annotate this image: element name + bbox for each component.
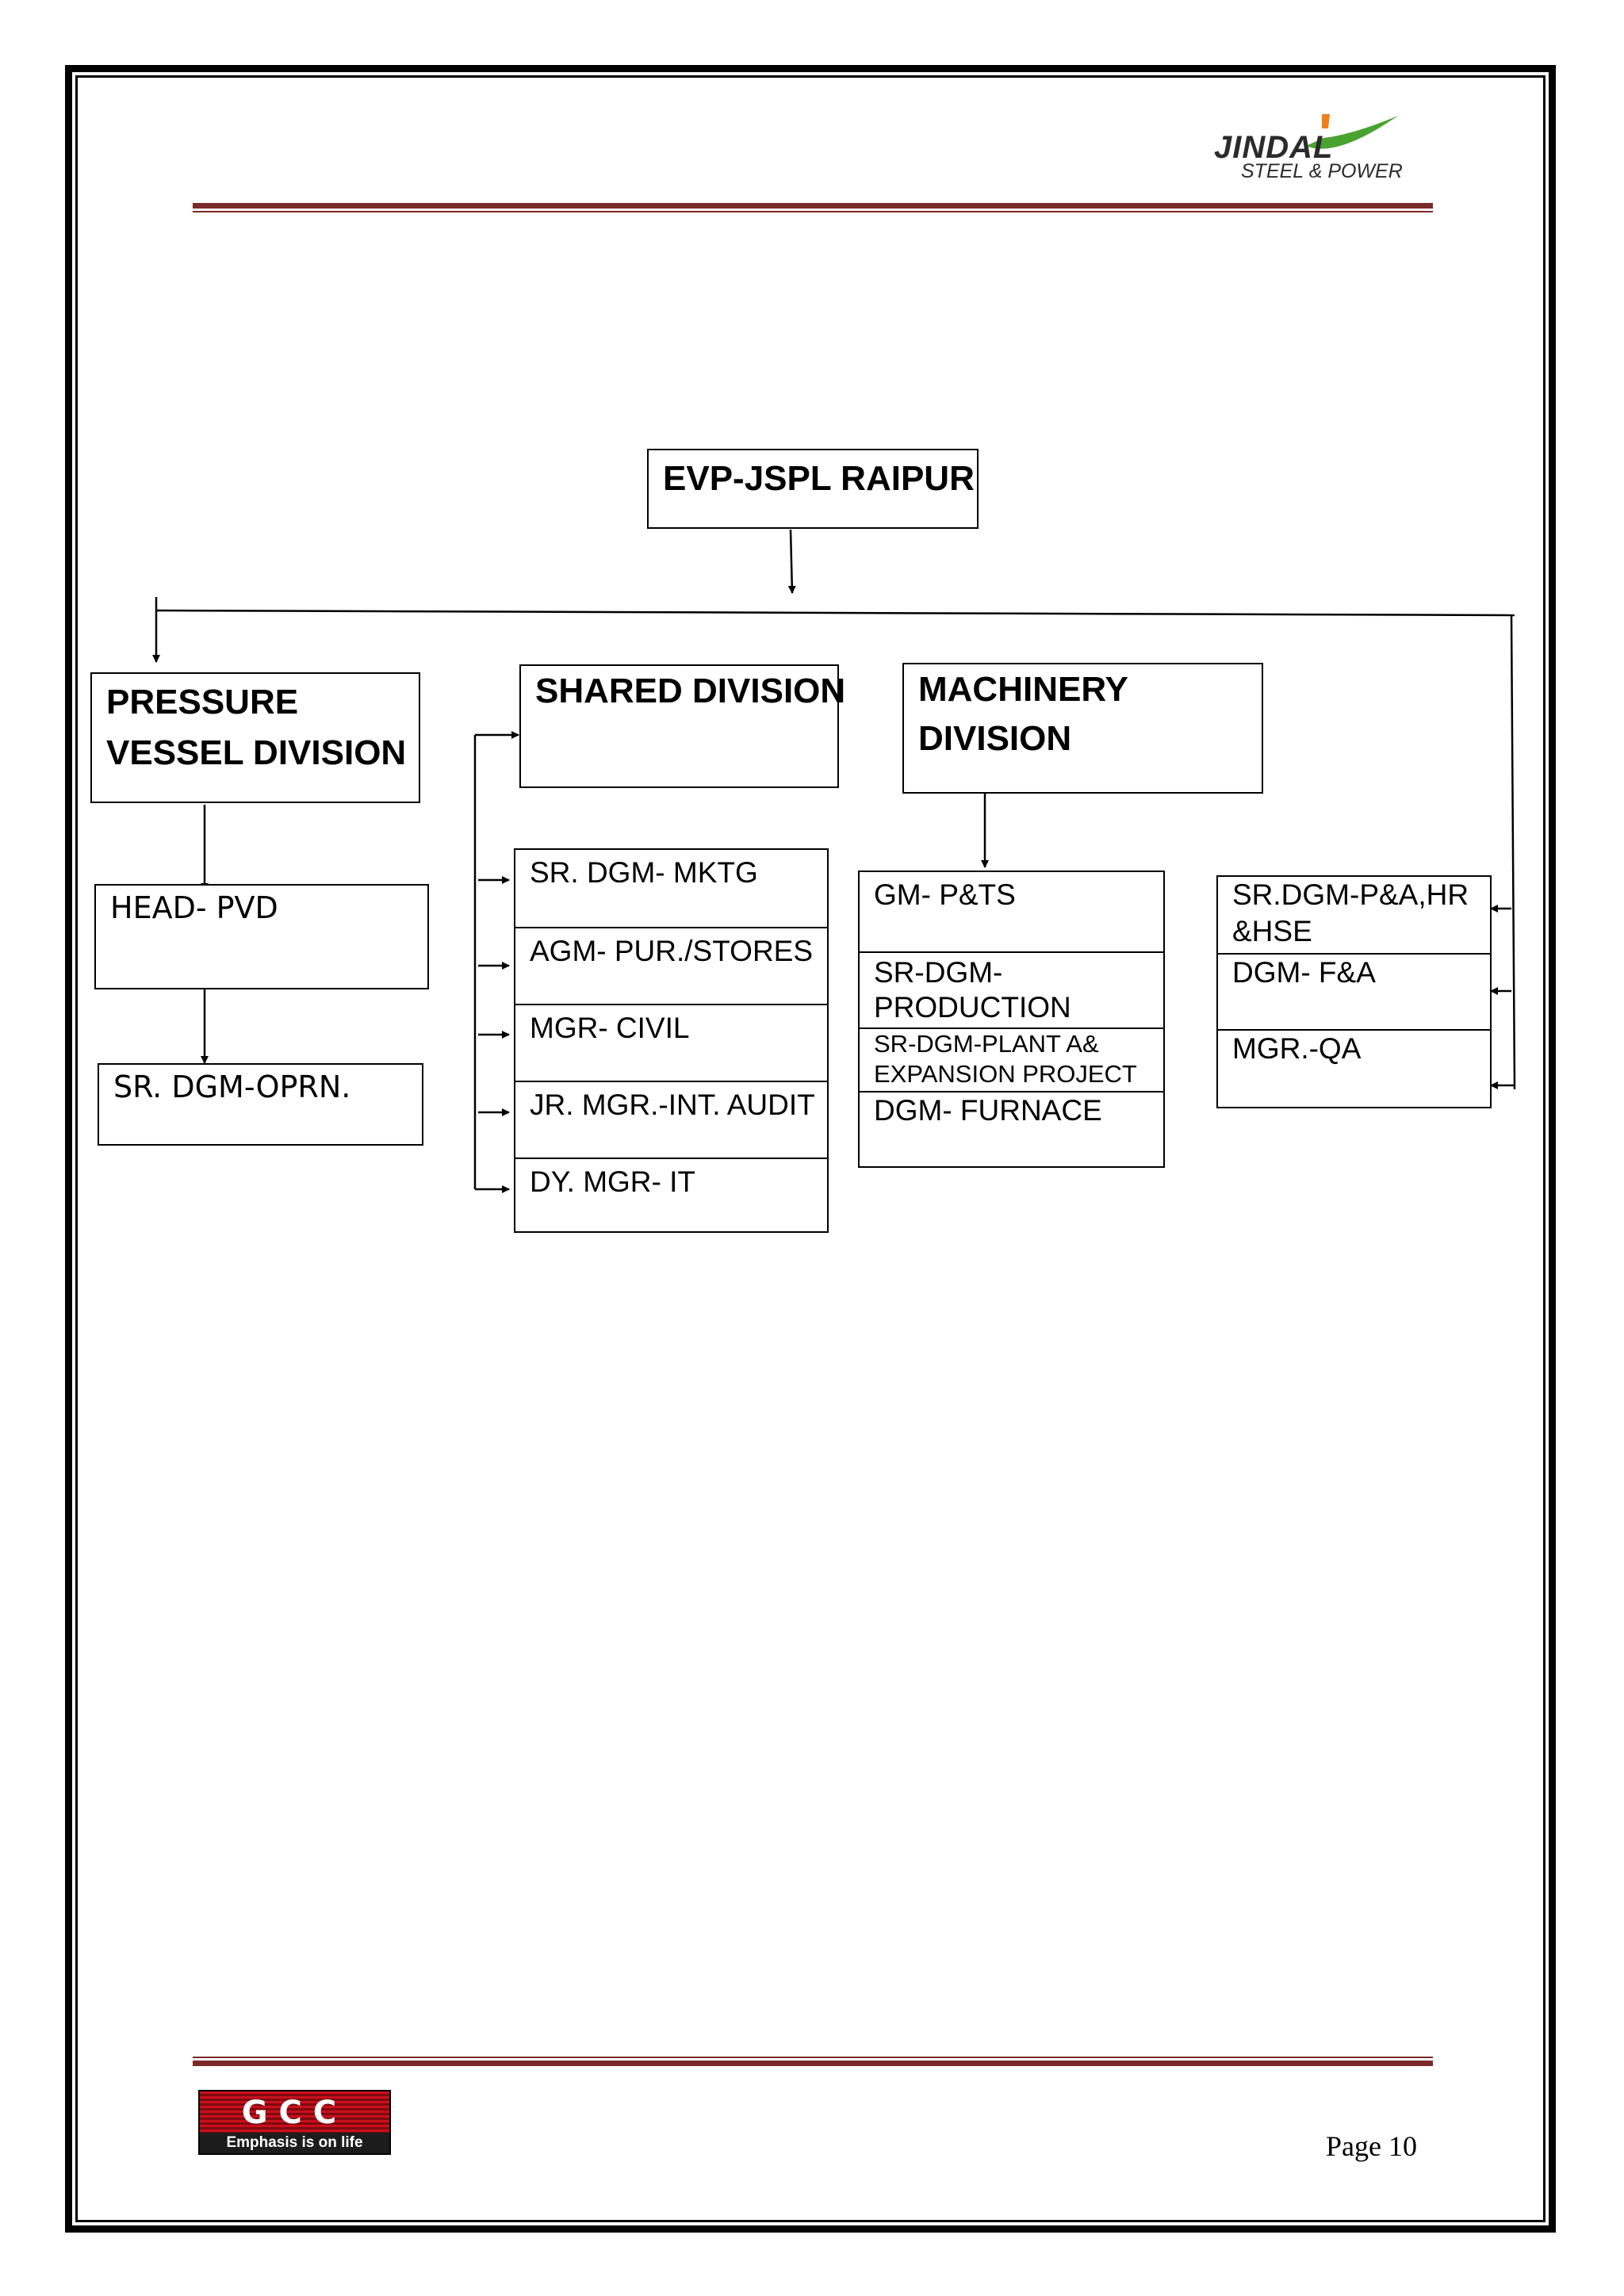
direct-item-line1: MGR.-QA bbox=[1232, 1032, 1362, 1065]
shared-item-label: SR. DGM- MKTG bbox=[530, 856, 758, 889]
list-item: DGM- F&A bbox=[1218, 953, 1490, 1029]
page-border-outer bbox=[65, 65, 1556, 2233]
list-item: SR. DGM- MKTG bbox=[515, 850, 827, 927]
list-item: DY. MGR- IT bbox=[515, 1158, 827, 1233]
shared-item-label: MGR- CIVIL bbox=[530, 1012, 690, 1044]
pressure-vessel-division-box: PRESSURE VESSEL DIVISION bbox=[90, 672, 420, 803]
jindal-swoosh-icon bbox=[1306, 114, 1398, 149]
page-border-inner bbox=[75, 75, 1545, 2222]
pressure-vessel-title-line2: VESSEL DIVISION bbox=[106, 733, 407, 772]
logo-word: JINDAL bbox=[1214, 130, 1334, 165]
machinery-item-line1: SR-DGM-PLANT A& bbox=[874, 1030, 1099, 1058]
list-item: JR. MGR.-INT. AUDIT bbox=[515, 1081, 827, 1158]
direct-item-line2: &HSE bbox=[1232, 915, 1312, 947]
machinery-division-box: MACHINERY DIVISION bbox=[902, 663, 1263, 794]
machinery-item-line2: EXPANSION PROJECT bbox=[874, 1060, 1137, 1088]
head-pvd-label: HEAD- PVD bbox=[110, 890, 278, 925]
direct-item-line1: SR.DGM-P&A,HR bbox=[1232, 878, 1469, 911]
machinery-division-list: GM- P&TS SR-DGM- PRODUCTION SR-DGM-PLANT… bbox=[858, 871, 1165, 1168]
shared-item-label: DY. MGR- IT bbox=[530, 1165, 695, 1198]
direct-item-line1: DGM- F&A bbox=[1232, 956, 1376, 989]
machinery-item-line1: GM- P&TS bbox=[874, 878, 1016, 911]
machinery-item-line2: PRODUCTION bbox=[874, 991, 1071, 1024]
list-item: MGR.-QA bbox=[1218, 1029, 1490, 1108]
direct-reports-list: SR.DGM-P&A,HR &HSE DGM- F&A MGR.-QA bbox=[1216, 875, 1492, 1108]
shared-division-list: SR. DGM- MKTG AGM- PUR./STORES MGR- CIVI… bbox=[514, 848, 829, 1233]
shared-division-box: SHARED DIVISION bbox=[519, 664, 845, 788]
shared-item-label: AGM- PUR./STORES bbox=[530, 935, 814, 967]
gcc-logo: GCC Emphasis is on life bbox=[198, 2090, 391, 2155]
logo-subtitle: STEEL & POWER bbox=[1241, 160, 1403, 182]
jindal-logo: JINDAL STEEL & POWER bbox=[1209, 111, 1403, 186]
list-item: MGR- CIVIL bbox=[515, 1004, 827, 1081]
list-item: AGM- PUR./STORES bbox=[515, 927, 827, 1004]
machinery-item-line1: SR-DGM- bbox=[874, 956, 1003, 989]
shared-item-label: JR. MGR.-INT. AUDIT bbox=[530, 1089, 815, 1121]
head-pvd-box: HEAD- PVD bbox=[94, 884, 429, 989]
sr-dgm-oprn-label: SR. DGM-OPRN. bbox=[113, 1070, 351, 1104]
footer-rule bbox=[193, 2057, 1433, 2066]
list-item: SR-DGM- PRODUCTION bbox=[860, 951, 1163, 1027]
header-rule bbox=[193, 203, 1433, 212]
list-item: SR-DGM-PLANT A& EXPANSION PROJECT bbox=[860, 1027, 1163, 1091]
sr-dgm-oprn-box: SR. DGM-OPRN. bbox=[98, 1063, 423, 1146]
machinery-item-line1: DGM- FURNACE bbox=[874, 1094, 1102, 1127]
gcc-tagline: Emphasis is on life bbox=[200, 2133, 389, 2153]
list-item: GM- P&TS bbox=[860, 872, 1163, 951]
machinery-title-line2: DIVISION bbox=[918, 719, 1072, 758]
shared-division-title: SHARED DIVISION bbox=[535, 672, 846, 710]
list-item: SR.DGM-P&A,HR &HSE bbox=[1218, 877, 1490, 953]
root-label: EVP-JSPL RAIPUR bbox=[663, 459, 975, 498]
pressure-vessel-title-line1: PRESSURE bbox=[106, 683, 299, 721]
list-item: DGM- FURNACE bbox=[860, 1091, 1163, 1168]
page-number: Page 10 bbox=[1326, 2130, 1417, 2162]
gcc-logo-letters: GCC bbox=[241, 2095, 348, 2131]
machinery-title-line1: MACHINERY bbox=[918, 670, 1128, 709]
root-box: EVP-JSPL RAIPUR bbox=[647, 449, 979, 529]
